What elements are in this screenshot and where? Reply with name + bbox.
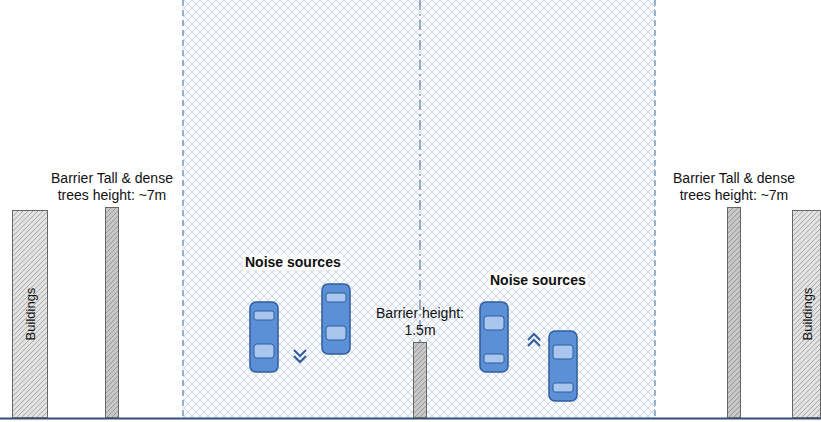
car: [250, 302, 278, 372]
hatch-fill: [414, 343, 426, 417]
hatch-fill: [728, 208, 740, 417]
building-block: Buildings: [792, 210, 821, 418]
noise-label: Noise sources: [488, 272, 588, 288]
building-label: Buildings: [23, 288, 38, 341]
noise-label: Noise sources: [243, 254, 343, 270]
car: [480, 302, 508, 372]
barrier-wall: Barrier height: 1.5m: [413, 342, 427, 418]
car: [549, 331, 577, 401]
direction-chevron: [528, 334, 540, 346]
barrier-label: Barrier Tall & dense trees height: ~7m: [670, 170, 798, 204]
barrier-label: Barrier Tall & dense trees height: ~7m: [48, 170, 176, 204]
car: [322, 284, 350, 354]
direction-chevron: [294, 350, 306, 362]
building-block: Buildings: [12, 210, 48, 418]
barrier-wall: Barrier Tall & dense trees height: ~7m: [727, 207, 741, 418]
building-label: Buildings: [799, 288, 814, 341]
hatch-fill: [106, 208, 118, 417]
barrier-wall: Barrier Tall & dense trees height: ~7m: [105, 207, 119, 418]
barrier-label: Barrier height: 1.5m: [374, 305, 466, 339]
